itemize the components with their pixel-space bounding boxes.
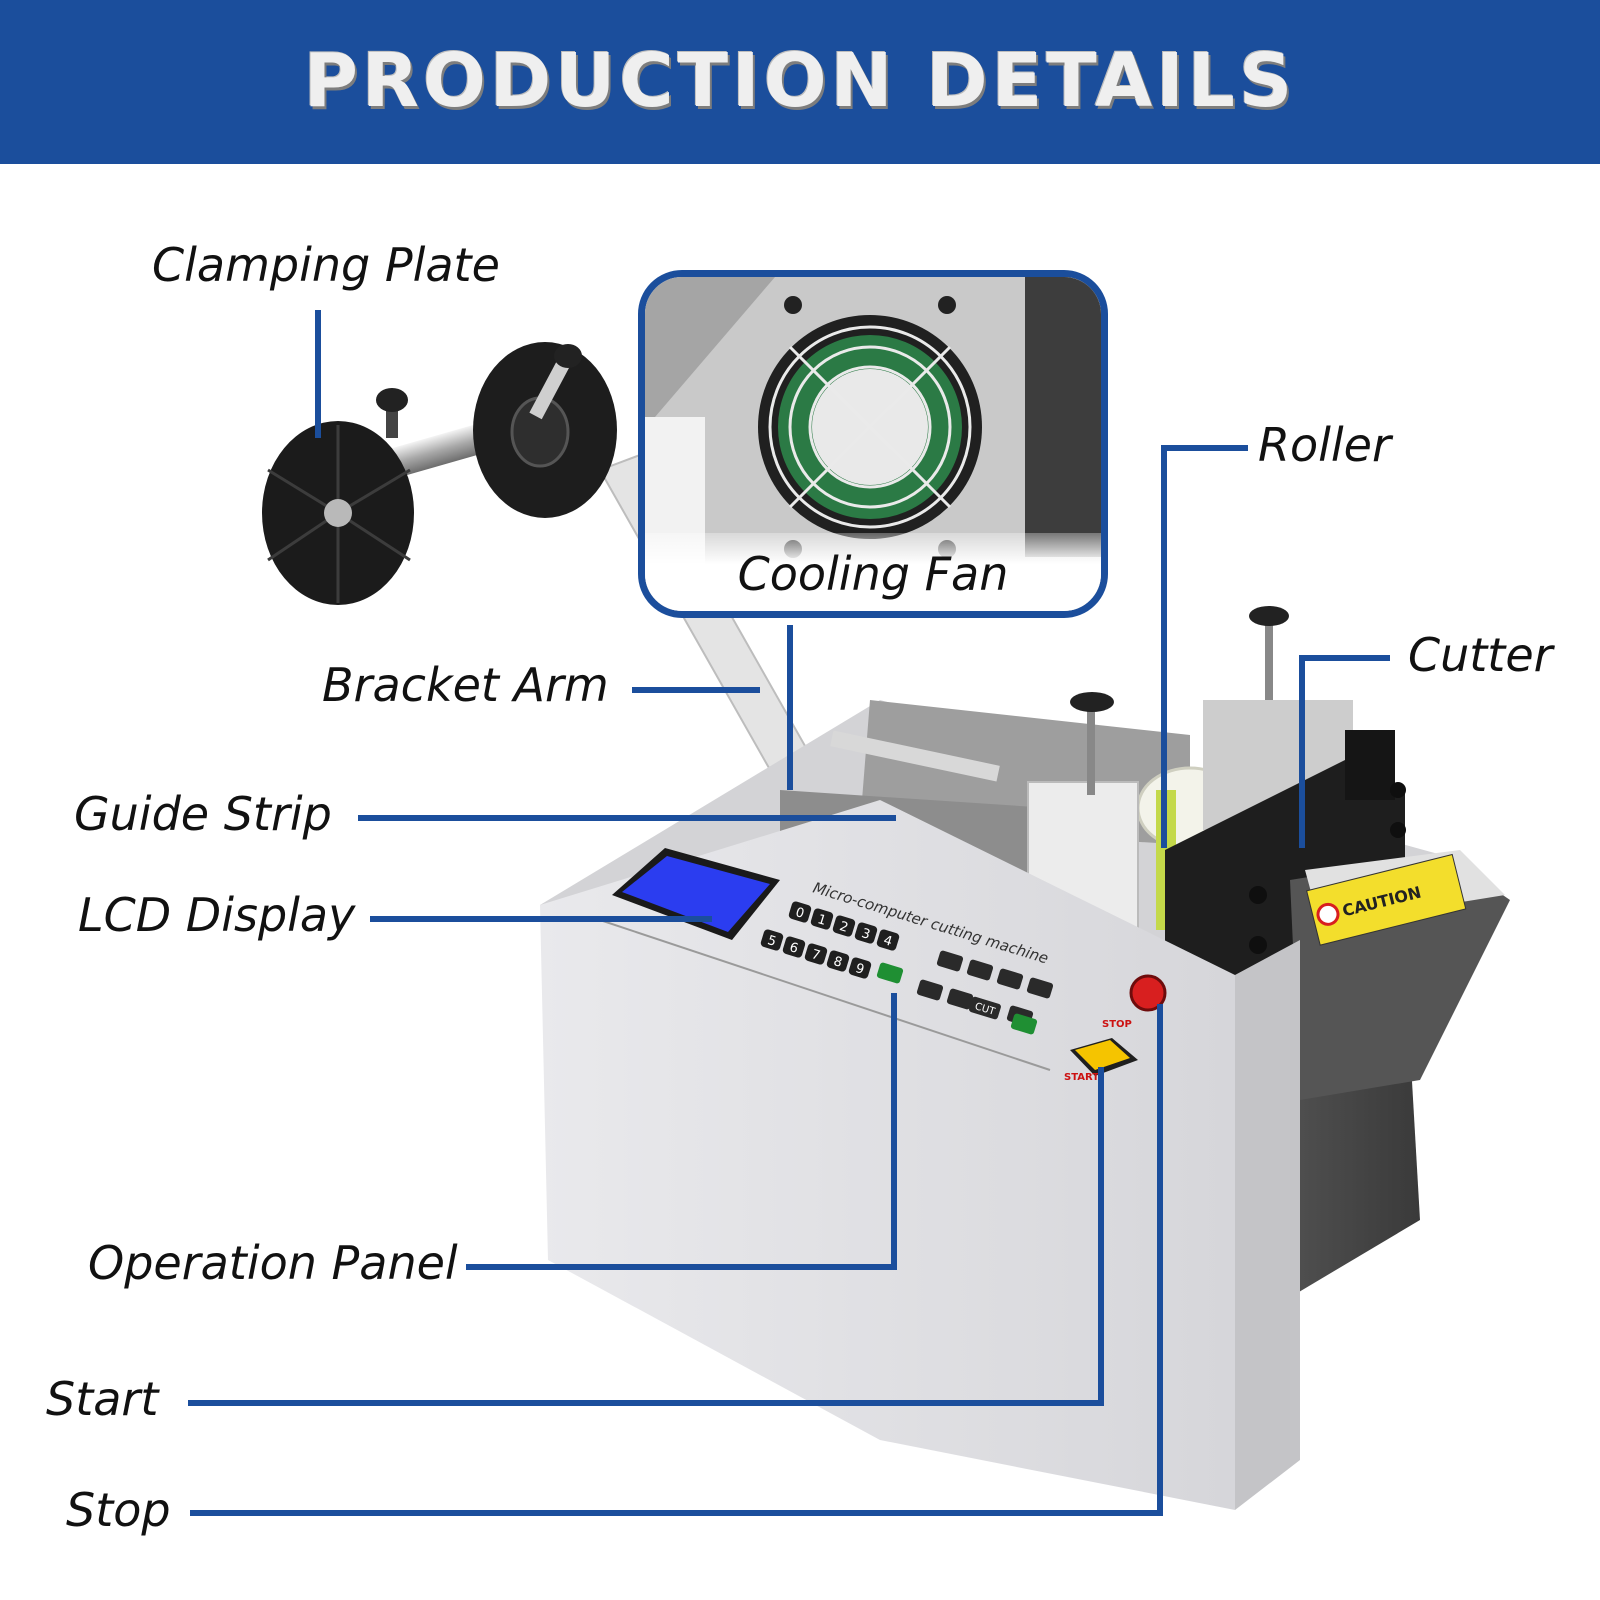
start-label: START <box>1064 1072 1099 1083</box>
leader-lines <box>188 310 1390 1516</box>
leader-roller <box>1161 445 1248 848</box>
bracket-arm-label: Bracket Arm <box>322 658 609 712</box>
keypad-key-2: 2 <box>832 915 856 937</box>
stop-button: STOP <box>1102 974 1167 1030</box>
start-label-callout: Start <box>46 1372 159 1426</box>
start-button: START <box>1064 1038 1138 1083</box>
header-banner: PRODUCTION DETAILS <box>0 0 1600 164</box>
cutter-label: Cutter <box>1408 628 1553 682</box>
roller-label: Roller <box>1258 418 1391 472</box>
keypad-key-8: 8 <box>826 950 850 972</box>
lcd-display <box>612 848 780 940</box>
keypad-key-9: 9 <box>848 957 872 979</box>
lcd-display-label: LCD Display <box>78 888 356 942</box>
leader-stop <box>190 1004 1163 1516</box>
machine-body <box>540 800 1300 1510</box>
page-title: PRODUCTION DETAILS <box>303 38 1297 124</box>
guide-strip-label: Guide Strip <box>74 787 332 841</box>
warning-icon <box>1316 902 1340 926</box>
cooling-fan-inset: Cooling Fan <box>638 270 1108 618</box>
stop-label-callout: Stop <box>66 1483 171 1537</box>
keypad-key-0: 0 <box>788 901 812 923</box>
cutter-guard: CAUTION <box>1290 850 1510 1100</box>
cooling-fan-label: Cooling Fan <box>737 547 1009 601</box>
operation-panel-label: Operation Panel <box>88 1236 458 1290</box>
clamping-plate-label: Clamping Plate <box>152 238 500 292</box>
leader-cutter <box>1299 655 1390 848</box>
keypad-key-5: 5 <box>760 929 784 951</box>
leader-start <box>188 1067 1104 1406</box>
keypad-key-1: 1 <box>810 908 834 930</box>
stop-label: STOP <box>1102 1019 1132 1030</box>
keypad-key-7: 7 <box>804 943 828 965</box>
keypad-key-3: 3 <box>854 922 878 944</box>
keypad-key-4: 4 <box>876 929 900 951</box>
leader-operation-panel <box>466 993 897 1270</box>
keypad-key-6: 6 <box>782 936 806 958</box>
clamping-plate-assembly <box>262 342 617 605</box>
